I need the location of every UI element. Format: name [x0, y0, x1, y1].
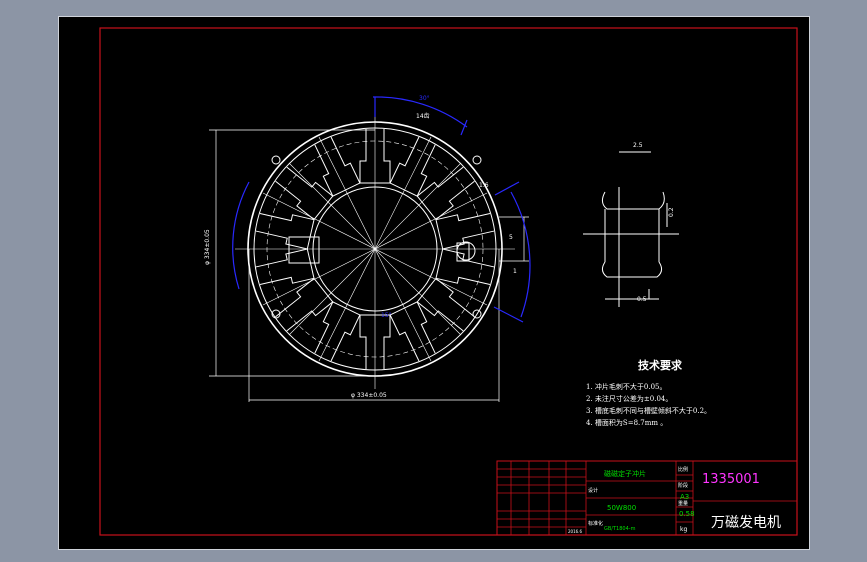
dim-width: φ 334±0.05 [351, 392, 387, 399]
stator-tooth [314, 136, 361, 197]
dim-right-1: 1.6 [479, 182, 489, 189]
dimension-arcs [232, 96, 531, 323]
title-date: 2016.6 [568, 529, 582, 534]
tech-item-1: 1. 冲片毛刺不大于0.05。 [586, 382, 667, 391]
stator-tooth [389, 301, 436, 362]
tech-item-4: 4. 槽面积为S=8.7mm 。 [586, 418, 667, 427]
scale-label: 比例 [678, 466, 688, 473]
row-design: 设计 [588, 487, 598, 494]
tech-requirements: 技术要求 1. 冲片毛刺不大于0.05。 2. 未注尺寸公差为±0.04。 3.… [586, 358, 711, 427]
stator-tooth [416, 277, 475, 332]
key-notch [456, 242, 470, 262]
stage-label: 阶段 [678, 482, 688, 489]
dim-slot-height: 0.2 [668, 207, 675, 217]
standard: GB/T1804-m [604, 526, 636, 532]
stator-tooth [435, 213, 495, 250]
weight: 0.58 [679, 510, 695, 518]
dim-angle-mid: 15° [381, 312, 392, 319]
stator-tooth [435, 248, 495, 285]
dim-outer-diameter: φ 334±0.05 [204, 229, 211, 265]
weight-label: 重量 [678, 500, 688, 507]
stator-tooth [275, 277, 334, 332]
stator-tooth [389, 136, 436, 197]
stator-lamination [209, 96, 531, 402]
dim-slot-width: 2.5 [633, 142, 643, 149]
bolt-hole [472, 309, 482, 319]
weight-unit: kg [680, 526, 687, 533]
drawing-sheet: φ 334±0.05 φ 334±0.05 14齿 1.6 5 1 30° 15… [99, 27, 798, 536]
tech-item-3: 3. 槽底毛刺不同与槽壁倾斜不大于0.2。 [586, 406, 711, 415]
product-name: 万磁发电机 [711, 515, 781, 531]
key-hole [456, 241, 476, 261]
tech-item-2: 2. 未注尺寸公差为±0.04。 [586, 394, 672, 403]
stator-tooth [314, 301, 361, 362]
stator-tooth [255, 213, 315, 250]
stator-tooth [275, 166, 334, 221]
bolt-hole [472, 155, 482, 165]
dim-slot-bottom: 0.5 [637, 296, 647, 303]
bolt-hole [271, 155, 281, 165]
dim-tooth-label: 14齿 [416, 112, 430, 120]
row-std: 标准化 [588, 520, 603, 527]
slot-detail [583, 151, 679, 307]
dim-right-4: 1 [513, 268, 517, 275]
dim-right-3: 5 [509, 234, 513, 241]
stator-tooth [255, 248, 315, 285]
part-name: 磁磁定子冲片 [604, 469, 646, 478]
dim-angle-top: 30° [419, 95, 430, 102]
drawing-frame [99, 27, 798, 536]
sheet-code: A3 [680, 493, 689, 501]
bolt-hole [271, 309, 281, 319]
stator-tooth [416, 166, 475, 221]
material: 50W800 [607, 504, 636, 512]
drawing-number: 1335001 [702, 472, 760, 487]
cad-viewport[interactable]: φ 334±0.05 φ 334±0.05 14齿 1.6 5 1 30° 15… [58, 16, 810, 550]
tech-title: 技术要求 [638, 358, 683, 372]
left-notch [288, 236, 320, 264]
title-block: 1335001 万磁发电机 磁磁定子冲片 50W800 GB/T1804-m A… [496, 460, 798, 536]
center-lines [235, 109, 515, 389]
